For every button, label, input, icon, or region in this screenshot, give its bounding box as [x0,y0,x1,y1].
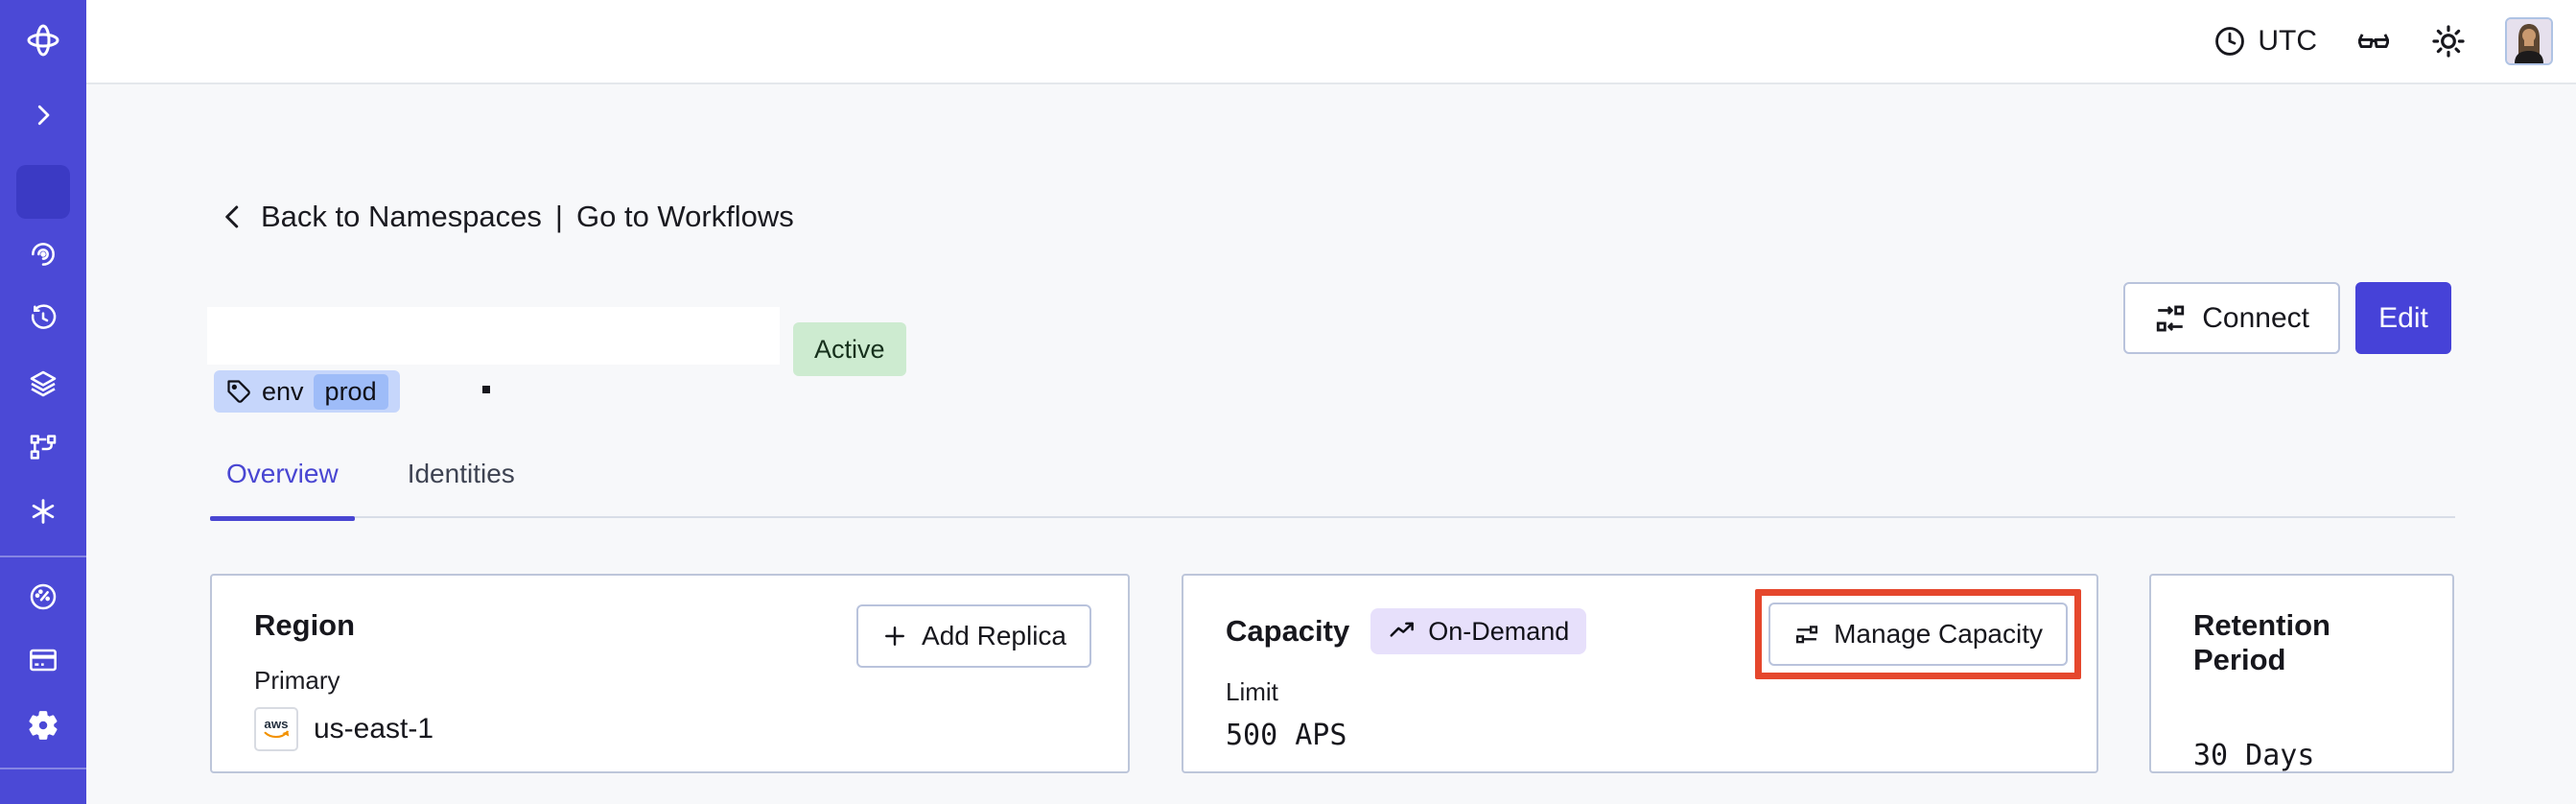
breadcrumb: Back to Namespaces | Go to Workflows [219,200,794,234]
top-header: UTC [86,0,2576,84]
tab-overview[interactable]: Overview [210,459,355,521]
sidebar-item-workflows[interactable] [0,227,86,281]
back-chevron-icon[interactable] [219,202,247,231]
gauge-icon [30,583,57,610]
tag-icon [227,380,250,403]
region-field-label: Primary [254,666,340,695]
add-replica-label: Add Replica [922,621,1066,650]
tab-identities[interactable]: Identities [391,459,531,518]
aws-logo-icon: aws [264,717,290,739]
region-card: Region Add Replica Primary aws us-east-1 [210,574,1130,773]
sidebar-item-account[interactable] [0,789,86,804]
connect-button[interactable]: Connect [2123,282,2340,354]
sidebar-item-billing[interactable] [0,633,86,687]
sidebar-item-settings[interactable] [0,698,86,752]
connect-icon [2157,305,2185,331]
chevron-right-icon [37,105,50,126]
region-card-title: Region [254,608,356,642]
manage-capacity-label: Manage Capacity [1834,619,2043,649]
sun-icon [2432,25,2465,58]
add-replica-button[interactable]: Add Replica [856,604,1091,668]
tag-value: prod [313,373,388,410]
temporal-logo[interactable] [0,13,86,67]
sliders-icon [1796,626,1818,644]
gear-icon [29,711,58,740]
status-badge: Active [793,322,906,376]
tab-identities-label: Identities [407,459,515,488]
breadcrumb-forward-link[interactable]: Go to Workflows [575,200,794,233]
capacity-field-label: Limit [1226,677,1278,706]
account-icon [28,800,59,804]
credit-card-icon [30,649,57,672]
main-content: Back to Namespaces | Go to Workflows Act… [86,86,2576,804]
sidebar [0,0,86,804]
capacity-value: 500 APS [1226,719,1347,752]
plus-icon [885,627,904,646]
tag-key: env [262,376,304,406]
git-branch-icon [30,435,57,460]
namespace-tag-chip[interactable]: env prod [214,370,400,413]
aws-provider-badge: aws [254,707,298,751]
sidebar-item-deployments[interactable] [0,420,86,474]
retention-value: 30 Days [2193,739,2315,772]
labs-toggle[interactable] [2355,23,2392,59]
theme-toggle[interactable] [2430,23,2467,59]
sidebar-item-usage[interactable] [0,570,86,624]
retention-card: Retention Period 30 Days [2149,574,2454,773]
sidebar-item-nexus[interactable] [0,485,86,538]
temporal-logo-icon [27,24,59,57]
connect-button-label: Connect [2202,301,2309,334]
capacity-card: Capacity On-Demand Manage Capacity Limit… [1182,574,2098,773]
namespace-actions: Connect Edit [2123,282,2451,354]
workflows-icon [32,243,55,266]
tab-overview-label: Overview [226,459,339,488]
asterisk-icon [32,499,55,524]
manage-capacity-button[interactable]: Manage Capacity [1768,603,2068,666]
on-demand-badge: On-Demand [1370,608,1587,654]
edit-button[interactable]: Edit [2355,282,2451,354]
timezone-label: UTC [2258,25,2317,57]
region-value: us-east-1 [314,713,434,745]
sidebar-item-batch-operations[interactable] [0,357,86,411]
clock-icon [2215,27,2245,56]
trending-up-icon [1390,622,1415,637]
timezone-selector[interactable]: UTC [2213,25,2317,58]
cube-icon [27,176,59,208]
avatar-photo [2507,19,2551,63]
sidebar-divider [0,768,86,769]
capacity-card-title: Capacity [1226,614,1350,648]
expand-sidebar-button[interactable] [0,88,86,142]
on-demand-badge-label: On-Demand [1428,616,1570,646]
retention-card-title: Retention Period [2193,608,2330,676]
breadcrumb-back-link[interactable]: Back to Namespaces [261,200,542,233]
redaction-artifact-dot [482,386,490,393]
sidebar-item-schedules[interactable] [0,292,86,345]
svg-text:aws: aws [264,717,288,731]
sidebar-item-namespaces[interactable] [16,165,70,219]
sidebar-divider [0,556,86,557]
breadcrumb-separator: | [554,200,563,233]
namespace-title-redacted [207,307,780,365]
glasses-icon [2358,34,2389,48]
edit-button-label: Edit [2378,301,2428,334]
layers-icon [30,370,57,397]
timer-icon [31,304,57,329]
tab-bar: Overview Identities [210,459,2455,521]
user-avatar[interactable] [2505,17,2553,65]
highlight-annotation-box: Manage Capacity [1755,589,2081,679]
